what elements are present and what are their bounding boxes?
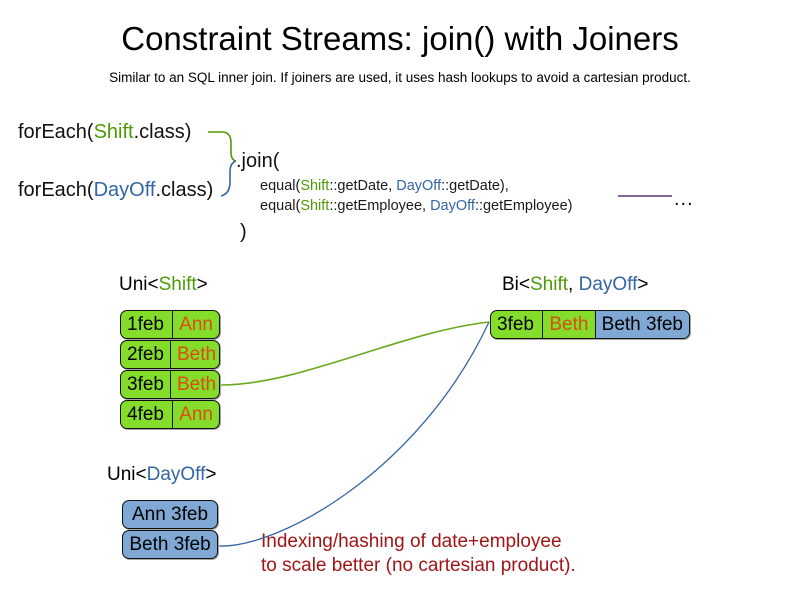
label-bi-type-a: Shift — [530, 274, 569, 295]
connector-dayoff-row-to-bi — [218, 321, 490, 547]
code-joiner-equal-date: equal(Shift::getDate, DayOff::getDate), — [260, 178, 509, 194]
dayoff-fact-row[interactable]: Beth 3feb — [122, 530, 218, 559]
joiner1-left-type: Shift — [300, 198, 330, 214]
label-bi-type-b: DayOff — [578, 274, 638, 295]
connector-dayoff-to-join — [220, 160, 237, 197]
connector-shift-to-join — [208, 131, 237, 162]
shift-fact-row[interactable]: 2feb Beth — [120, 340, 220, 369]
label-uni-shift-type: Shift — [158, 274, 197, 295]
joiner0-left-method: ::getDate, — [329, 178, 397, 194]
label-bi-shift-dayoff: Bi<Shift, DayOff> — [502, 274, 648, 296]
bi-fact-row[interactable]: 3feb Beth Beth 3feb — [490, 310, 690, 339]
shift-fact-row[interactable]: 1feb Ann — [120, 310, 220, 339]
joiner1-prefix: equal( — [260, 198, 301, 214]
label-bi-suffix: > — [637, 274, 649, 295]
shift-fact-employee: Ann — [172, 401, 219, 428]
bi-fact-employee: Beth — [542, 311, 594, 338]
note-line-2: to scale better (no cartesian product). — [261, 555, 576, 576]
bi-fact-date: 3feb — [497, 314, 534, 335]
connector-shift-row-to-bi — [220, 321, 490, 386]
dayoff-fact-text: Ann 3feb — [131, 504, 209, 525]
label-bi-prefix: Bi< — [502, 274, 530, 295]
shift-fact-employee: Beth — [169, 341, 222, 368]
code-foreach-shift-prefix: forEach( — [18, 121, 94, 143]
shift-fact-row[interactable]: 4feb Ann — [120, 400, 220, 429]
dayoff-fact-text: Beth 3feb — [129, 534, 211, 555]
shift-fact-date: 3feb — [127, 374, 164, 395]
code-join-open: .join( — [236, 150, 280, 172]
bi-fact-dayoff: Beth 3feb — [594, 311, 689, 338]
joiner1-right-type: DayOff — [430, 198, 475, 214]
code-token-shift: Shift — [93, 121, 134, 143]
shift-fact-employee: Beth — [169, 371, 222, 398]
label-uni-dayoff-suffix: > — [205, 464, 217, 485]
code-foreach-shift-suffix: .class) — [133, 121, 192, 143]
joiner0-left-type: Shift — [300, 178, 330, 194]
shift-fact-employee: Ann — [172, 311, 219, 338]
label-uni-shift: Uni<Shift> — [119, 274, 208, 296]
code-joiner-equal-employee: equal(Shift::getEmployee, DayOff::getEmp… — [260, 198, 572, 214]
code-join-close: ) — [240, 221, 247, 243]
label-uni-dayoff-type: DayOff — [146, 464, 206, 485]
shift-fact-date: 1feb — [127, 314, 164, 335]
page-subtitle: Similar to an SQL inner join. If joiners… — [109, 70, 691, 85]
dayoff-fact-row[interactable]: Ann 3feb — [122, 500, 218, 529]
shift-fact-date: 2feb — [127, 344, 164, 365]
label-uni-dayoff: Uni<DayOff> — [107, 464, 217, 486]
label-uni-shift-prefix: Uni< — [119, 274, 159, 295]
shift-fact-date: 4feb — [127, 404, 164, 425]
code-foreach-shift: forEach(Shift.class) — [18, 121, 191, 144]
shift-fact-row[interactable]: 3feb Beth — [120, 370, 220, 399]
code-ellipsis: ... — [674, 188, 694, 210]
label-bi-comma: , — [568, 274, 579, 295]
code-token-dayoff: DayOff — [93, 179, 156, 201]
joiner0-prefix: equal( — [260, 178, 301, 194]
page-title: Constraint Streams: join() with Joiners — [121, 20, 679, 57]
code-foreach-dayoff: forEach(DayOff.class) — [18, 179, 213, 202]
note-indexing: Indexing/hashing of date+employee to sca… — [261, 530, 576, 578]
joiner0-right-method: ::getDate), — [441, 178, 509, 194]
label-uni-shift-suffix: > — [196, 274, 208, 295]
joiner1-left-method: ::getEmployee, — [329, 198, 431, 214]
code-foreach-dayoff-prefix: forEach( — [18, 179, 94, 201]
note-line-1: Indexing/hashing of date+employee — [261, 531, 562, 552]
label-uni-dayoff-prefix: Uni< — [107, 464, 147, 485]
joiner0-right-type: DayOff — [396, 178, 442, 194]
code-foreach-dayoff-suffix: .class) — [155, 179, 214, 201]
joiner1-right-method: ::getEmployee) — [474, 198, 573, 214]
